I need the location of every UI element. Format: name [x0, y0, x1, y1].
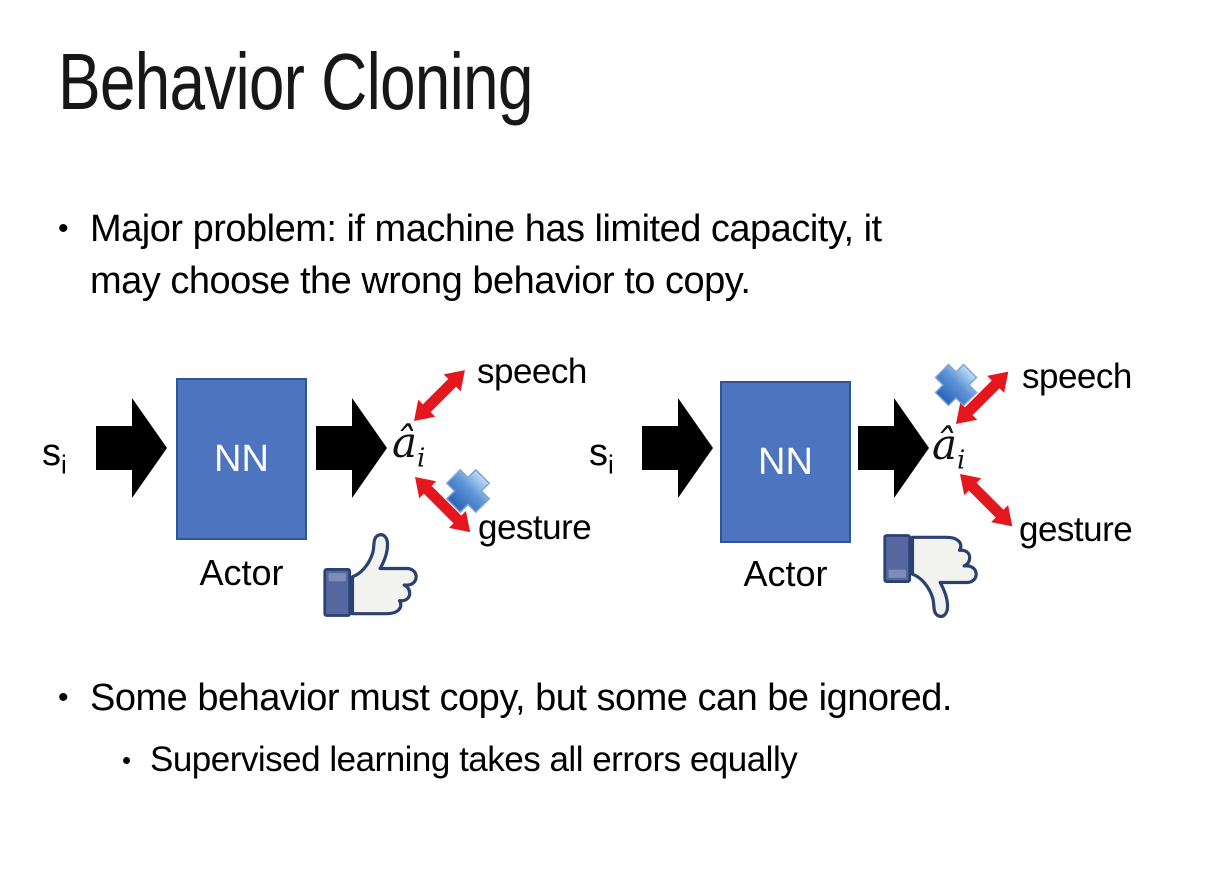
thumbs-up-icon: [323, 533, 418, 617]
bullet-line-1: Major problem: if machine has limited ca…: [90, 208, 882, 250]
gesture-label: gesture: [478, 508, 592, 547]
speech-label: speech: [1022, 357, 1132, 396]
state-symbol: s: [589, 432, 608, 474]
state-label: si: [589, 432, 614, 481]
action-label: âi: [392, 418, 425, 473]
cross-out-icon: [934, 363, 978, 407]
bullet-line-2: may choose the wrong behavior to copy.: [90, 260, 751, 302]
cross-out-icon: [445, 468, 491, 514]
speech-arrow-icon: [414, 370, 465, 421]
speech-label: speech: [477, 352, 587, 391]
input-arrow-icon: [642, 398, 713, 498]
action-symbol: â: [932, 420, 958, 469]
bullet-dot: •: [58, 681, 69, 714]
action-subscript: i: [417, 443, 426, 474]
input-arrow-icon: [96, 398, 167, 498]
speech-arrow-icon: [956, 371, 1009, 424]
bullet-major-problem: • Major problem: if machine has limited …: [58, 203, 1088, 307]
bullet-major-problem-text: Major problem: if machine has limited ca…: [90, 203, 882, 307]
actor-label: Actor: [743, 553, 828, 594]
bullet-supervised-learning: • Supervised learning takes all errors e…: [122, 736, 1122, 784]
gesture-arrow-icon: [960, 474, 1013, 527]
gesture-label: gesture: [1019, 510, 1133, 549]
nn-box: NN: [720, 381, 851, 543]
actor-label: Actor: [199, 552, 284, 593]
bullet-some-behavior: • Some behavior must copy, but some can …: [58, 672, 1168, 724]
thumbs-down-icon: [883, 534, 978, 618]
action-subscript: i: [957, 445, 966, 476]
nn-label: NN: [214, 437, 269, 480]
state-label: si: [42, 432, 67, 481]
bullet-some-behavior-text: Some behavior must copy, but some can be…: [90, 677, 952, 719]
nn-label: NN: [758, 440, 813, 483]
bullet-supervised-learning-text: Supervised learning takes all errors equ…: [150, 740, 798, 779]
state-symbol: s: [42, 432, 61, 474]
page-title: Behavior Cloning: [58, 37, 533, 126]
output-arrow-icon: [316, 398, 387, 498]
state-subscript: i: [608, 449, 614, 480]
action-label: âi: [932, 420, 965, 475]
gesture-arrow-icon: [415, 477, 471, 533]
bullet-dot: •: [58, 212, 69, 245]
nn-box: NN: [176, 378, 307, 540]
action-symbol: â: [392, 418, 418, 467]
bullet-dot: •: [122, 745, 131, 775]
state-subscript: i: [61, 449, 67, 480]
output-arrow-icon: [858, 398, 929, 498]
